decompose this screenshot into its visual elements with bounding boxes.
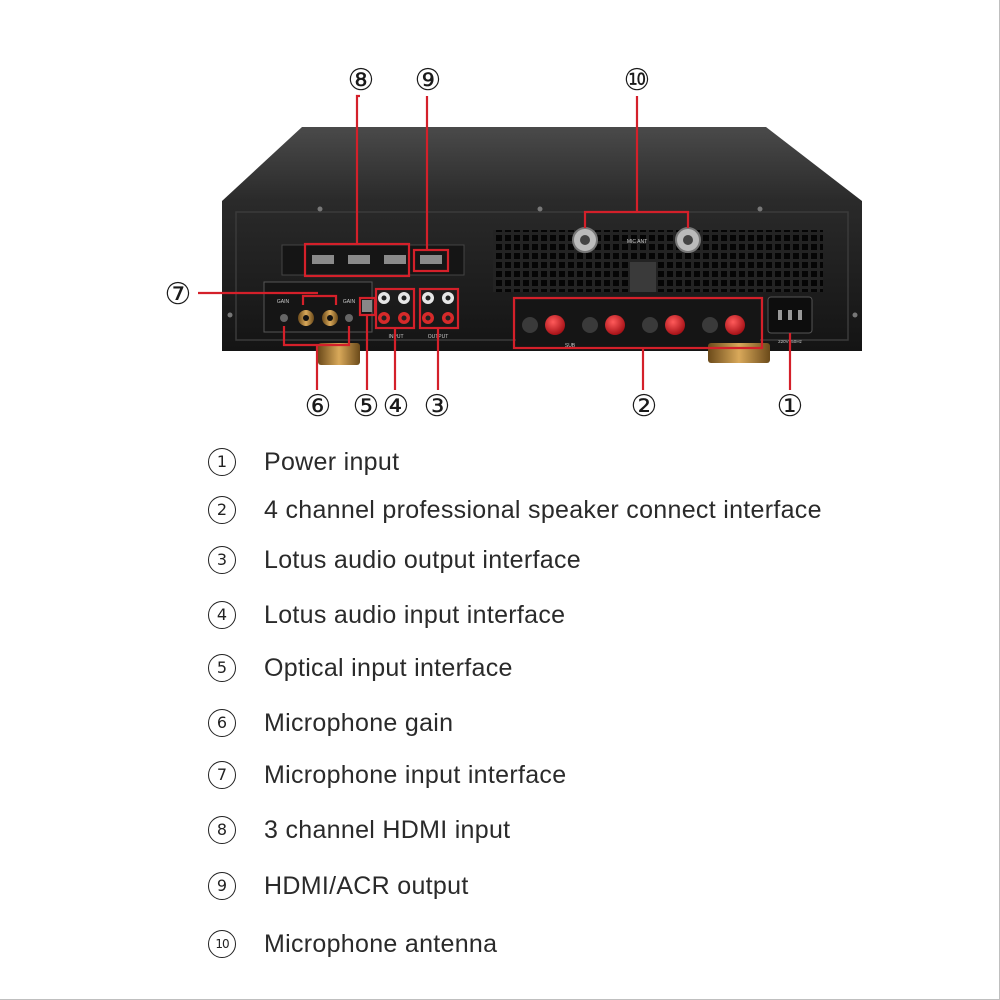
- callout-10: ⑩: [624, 63, 651, 98]
- legend-number: 9: [208, 872, 236, 900]
- callout-9: ⑨: [415, 63, 442, 98]
- sub-label: SUB: [565, 343, 576, 349]
- legend-text: HDMI/ACR output: [264, 871, 469, 900]
- callout-8: ⑧: [348, 63, 375, 98]
- callout-lines: [198, 94, 792, 390]
- legend-item: 10 Microphone antenna: [208, 924, 497, 964]
- gain-left-label: GAIN: [277, 299, 290, 305]
- legend-text: Microphone gain: [264, 708, 454, 737]
- rca-input-jacks: [378, 292, 410, 324]
- chassis-top: [222, 127, 862, 201]
- legend-item: 9 HDMI/ACR output: [208, 866, 469, 906]
- legend-item: 4 Lotus audio input interface: [208, 595, 565, 635]
- legend-text: Optical input interface: [264, 653, 513, 682]
- legend-number: 4: [208, 601, 236, 629]
- callout-2: ②: [631, 389, 658, 424]
- legend-text: 4 channel professional speaker connect i…: [264, 495, 822, 524]
- callout-6: ⑥: [305, 389, 332, 424]
- callout-7: ⑦: [165, 277, 192, 312]
- microphone-jacks: [298, 310, 338, 326]
- legend-item: 1 Power input: [208, 442, 399, 482]
- legend-text: Power input: [264, 447, 400, 476]
- gain-right-label: GAIN: [343, 299, 356, 305]
- hdmi-input-ports: [312, 255, 442, 264]
- callout-4: ④: [383, 389, 410, 424]
- gain-knobs: [280, 314, 353, 322]
- legend-item: 5 Optical input interface: [208, 648, 513, 688]
- left-foot: [318, 343, 360, 365]
- callout-3: ③: [424, 389, 451, 424]
- hdmi-output-port: [420, 255, 442, 264]
- optical-port: [362, 300, 372, 312]
- legend-number: 8: [208, 816, 236, 844]
- legend-item: 6 Microphone gain: [208, 703, 453, 743]
- legend-item: 2 4 channel professional speaker connect…: [208, 490, 822, 530]
- amplifier-rear-panel-diagram: MIC ANT GAIN GAIN INPUT OUTPUT SUB 220V~…: [165, 63, 862, 424]
- legend-number: 3: [208, 546, 236, 574]
- legend-text: Lotus audio input interface: [264, 600, 566, 629]
- mic-ant-label: MIC ANT: [627, 239, 647, 245]
- legend-text: Microphone input interface: [264, 760, 567, 789]
- callout-numbers: ⑧ ⑨ ⑩ ⑦ ⑥ ⑤ ④ ③ ② ①: [165, 63, 804, 424]
- legend-text: 3 channel HDMI input: [264, 815, 511, 844]
- legend-item: 3 Lotus audio output interface: [208, 540, 581, 580]
- chassis-screws: [227, 206, 858, 318]
- mic-antenna-connectors: [572, 227, 701, 253]
- callout-5: ⑤: [353, 389, 380, 424]
- legend-text: Lotus audio output interface: [264, 545, 581, 574]
- speaker-terminals: [522, 315, 745, 335]
- legend-item: 8 3 channel HDMI input: [208, 810, 510, 850]
- legend-text: Microphone antenna: [264, 929, 498, 958]
- rca-output-jacks: [422, 292, 454, 324]
- vent-grille: [493, 230, 823, 292]
- legend-number: 10: [208, 930, 236, 958]
- legend-number: 5: [208, 654, 236, 682]
- legend-number: 7: [208, 761, 236, 789]
- right-foot: [708, 343, 770, 363]
- legend-number: 6: [208, 709, 236, 737]
- legend-item: 7 Microphone input interface: [208, 755, 566, 795]
- legend-number: 1: [208, 448, 236, 476]
- callout-1: ①: [777, 389, 804, 424]
- legend-number: 2: [208, 496, 236, 524]
